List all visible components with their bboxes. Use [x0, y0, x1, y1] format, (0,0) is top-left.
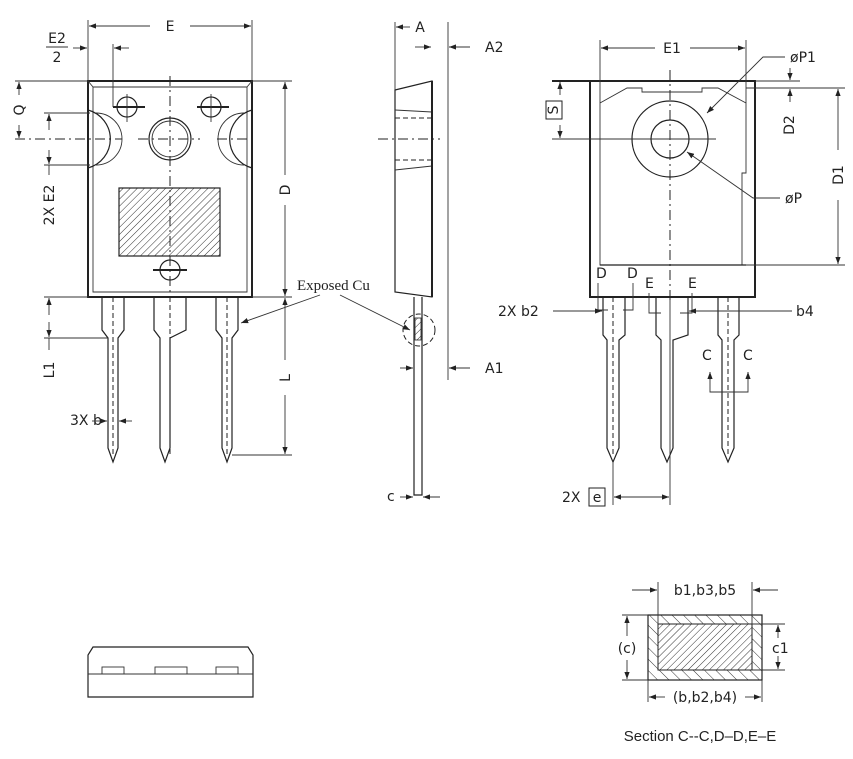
dim-P1-label: øP1: [790, 50, 816, 66]
front-leads: [101, 297, 239, 464]
lead-section: b1,b3,b5 (c) c1 (b,b2,b4) Section C--C,D…: [618, 582, 789, 745]
back-leads: [602, 297, 740, 464]
dim-D-label: D: [278, 185, 294, 196]
back-body-outline: [589, 80, 756, 298]
dim-A1-label: A1: [485, 361, 503, 377]
dim-P-label: øP: [785, 191, 802, 207]
dim-2X-E2-label: 2X E2: [42, 185, 58, 226]
dim-b-b2-b4-label: (b,b2,b4): [673, 690, 737, 706]
side-view: A A2 A1 c: [378, 20, 503, 505]
dim-2X-b2-label: 2X b2: [498, 304, 539, 320]
dim-E-label: E: [166, 19, 175, 35]
section-E-label-2: E: [688, 276, 697, 292]
dim-c-label: c: [387, 489, 395, 505]
section-E-label-1: E: [645, 276, 654, 292]
section-D-label-1: D: [596, 266, 607, 282]
dim-3X-b-label: 3X b: [70, 413, 102, 429]
section-D-label-2: D: [627, 266, 638, 282]
side-lead: [413, 297, 423, 496]
dim-E1-label: E1: [663, 41, 681, 57]
bottom-body-outline: [87, 646, 254, 698]
dim-2X-label: 2X: [562, 490, 581, 506]
dim-c1-label: c1: [772, 641, 789, 657]
dim-E2-half-denominator: 2: [53, 50, 62, 66]
dim-c-paren-label: (c): [618, 641, 637, 657]
dim-D1-label: D1: [831, 165, 847, 185]
back-view: E1 S øP1 øP D2 D1 D D E E 2X: [498, 40, 847, 507]
dim-A-label: A: [415, 20, 425, 36]
dim-b1-b3-b5-label: b1,b3,b5: [674, 583, 736, 599]
section-C-label-2: C: [743, 348, 753, 364]
section-caption: Section C--C,D–D,E–E: [624, 728, 777, 745]
dim-S-label: S: [546, 105, 562, 114]
dim-Q-label: Q: [12, 104, 28, 115]
dim-b4-label: b4: [796, 304, 814, 320]
bottom-view: [87, 646, 254, 698]
dim-E2-half-numerator: E2: [48, 31, 66, 47]
section-base-metal: [657, 623, 753, 671]
exposed-copper-pad: [118, 187, 221, 257]
section-C-label-1: C: [702, 348, 712, 364]
side-body-outline: [394, 80, 433, 298]
dim-e-label: e: [593, 490, 602, 506]
lead-stub: [215, 666, 239, 675]
exposed-cu-detail-circle: [402, 313, 436, 347]
lead-stub: [101, 666, 125, 675]
exposed-cu-label: Exposed Cu: [297, 278, 370, 294]
dim-L1-label: L1: [42, 362, 58, 379]
dim-L-label: L: [278, 374, 294, 382]
dim-D2-label: D2: [782, 115, 798, 135]
front-view: E E2 2 Q 2X E2 D Exposed Cu L1 L 3X b: [12, 19, 411, 464]
lead-stub: [154, 666, 188, 675]
dim-A2-label: A2: [485, 40, 503, 56]
